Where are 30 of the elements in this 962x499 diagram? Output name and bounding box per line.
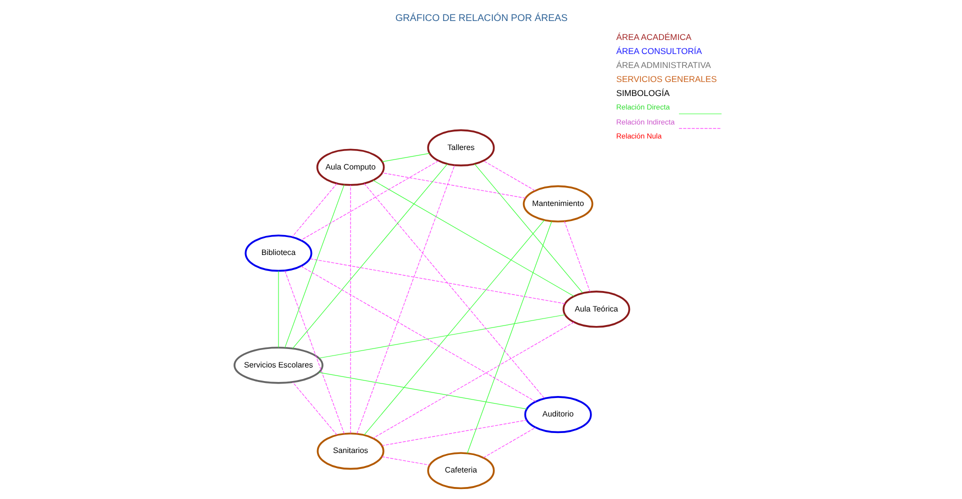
connector [292, 164, 448, 349]
connector [381, 420, 526, 446]
connector [372, 180, 574, 297]
connector [466, 221, 552, 454]
connector [381, 172, 526, 198]
label: ÁREA ACADÉMICA [616, 32, 691, 42]
connector [482, 160, 535, 191]
connector [372, 322, 574, 438]
connector [292, 382, 337, 436]
connector [381, 456, 430, 466]
connector [300, 266, 536, 402]
label: SERVICIOS GENERALES [616, 74, 716, 84]
connector [381, 153, 430, 162]
connector [363, 220, 544, 436]
connector [482, 427, 536, 458]
connector [318, 314, 565, 358]
connector [291, 183, 337, 238]
label: ÁREA CONSULTORÍA [616, 46, 702, 56]
connector [564, 220, 590, 292]
connector [474, 164, 582, 294]
connector [318, 372, 527, 410]
label: ÁREA ADMINISTRATIVA [616, 60, 710, 70]
connector [356, 164, 454, 434]
diagram-title: GRÁFICO DE RELACIÓN POR ÁREAS [394, 12, 568, 24]
connector [309, 258, 565, 304]
connector [284, 270, 344, 434]
connector [300, 160, 438, 240]
connector [284, 184, 344, 348]
connector [363, 183, 544, 399]
label: SIMBOLOGÍA [616, 88, 670, 98]
